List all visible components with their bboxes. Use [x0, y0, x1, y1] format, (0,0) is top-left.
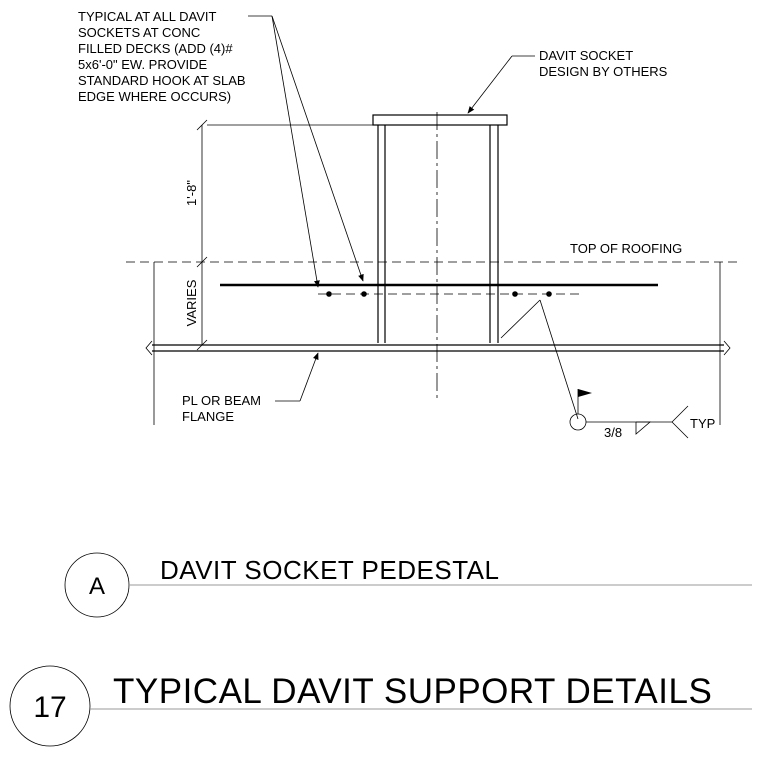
svg-text:STANDARD HOOK AT SLAB: STANDARD HOOK AT SLAB — [78, 73, 246, 88]
top-of-roofing-label: TOP OF ROOFING — [570, 241, 682, 256]
davit-socket-leader — [467, 55, 535, 114]
beam-flange — [145, 340, 731, 356]
weld-size-label: 3/8 — [604, 425, 622, 440]
svg-text:PL OR BEAM: PL OR BEAM — [182, 393, 261, 408]
svg-text:DESIGN BY OTHERS: DESIGN BY OTHERS — [539, 64, 668, 79]
dimension-height-label: 1'-8" — [184, 180, 199, 206]
height-dimension — [196, 119, 373, 351]
flange-note: PL OR BEAM FLANGE — [182, 393, 261, 424]
svg-text:FLANGE: FLANGE — [182, 409, 234, 424]
sheet-title: TYPICAL DAVIT SUPPORT DETAILS — [113, 672, 712, 711]
typical-note: TYPICAL AT ALL DAVIT SOCKETS AT CONC FIL… — [78, 9, 246, 104]
svg-text:DAVIT SOCKET: DAVIT SOCKET — [539, 48, 633, 63]
detail-bubble-label: A — [89, 573, 105, 600]
svg-text:TYPICAL AT ALL DAVIT: TYPICAL AT ALL DAVIT — [78, 9, 217, 24]
weld-symbol — [500, 299, 689, 439]
svg-text:SOCKETS AT CONC: SOCKETS AT CONC — [78, 25, 200, 40]
rebar-dots — [326, 291, 552, 297]
typical-note-leaders — [248, 15, 364, 288]
svg-text:5x6'-0" EW. PROVIDE: 5x6'-0" EW. PROVIDE — [78, 57, 208, 72]
sheet-number-bubble — [9, 665, 91, 747]
detail-title: DAVIT SOCKET PEDESTAL — [160, 555, 499, 585]
dimension-varies-label: VARIES — [184, 279, 199, 326]
flange-leader — [275, 352, 319, 402]
detail-bubble — [64, 552, 130, 618]
sheet-number: 17 — [33, 691, 66, 724]
svg-text:FILLED DECKS (ADD (4)#: FILLED DECKS (ADD (4)# — [78, 41, 233, 56]
davit-socket-note: DAVIT SOCKET DESIGN BY OTHERS — [539, 48, 668, 79]
svg-text:EDGE WHERE OCCURS): EDGE WHERE OCCURS) — [78, 89, 231, 104]
socket-cap — [372, 114, 508, 126]
davit-socket — [377, 125, 499, 343]
weld-tail-label: TYP — [690, 416, 715, 431]
